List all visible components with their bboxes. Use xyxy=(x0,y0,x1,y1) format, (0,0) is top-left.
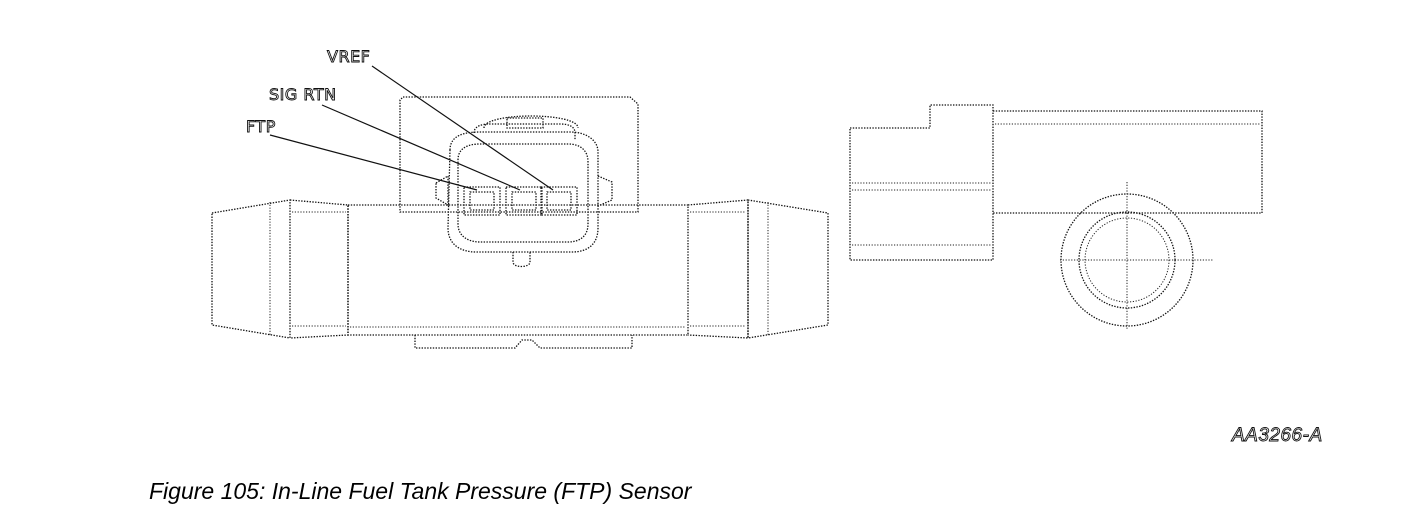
vref-label: VREF xyxy=(327,47,371,67)
terminal-cavities xyxy=(463,186,578,216)
electrical-connector xyxy=(399,96,639,268)
figure-caption: Figure 105: In-Line Fuel Tank Pressure (… xyxy=(149,478,692,504)
figure-code: AA3266-A xyxy=(1232,425,1323,447)
left-hose-barb xyxy=(211,199,349,339)
sensor-end-view xyxy=(849,104,1263,330)
sensor-body xyxy=(347,204,689,349)
sensor-side-view xyxy=(211,65,829,349)
leader-lines xyxy=(269,65,554,191)
right-hose-barb xyxy=(687,199,829,339)
sig-rtn-label: SIG RTN xyxy=(269,85,337,105)
ftp-label: FTP xyxy=(246,117,276,137)
